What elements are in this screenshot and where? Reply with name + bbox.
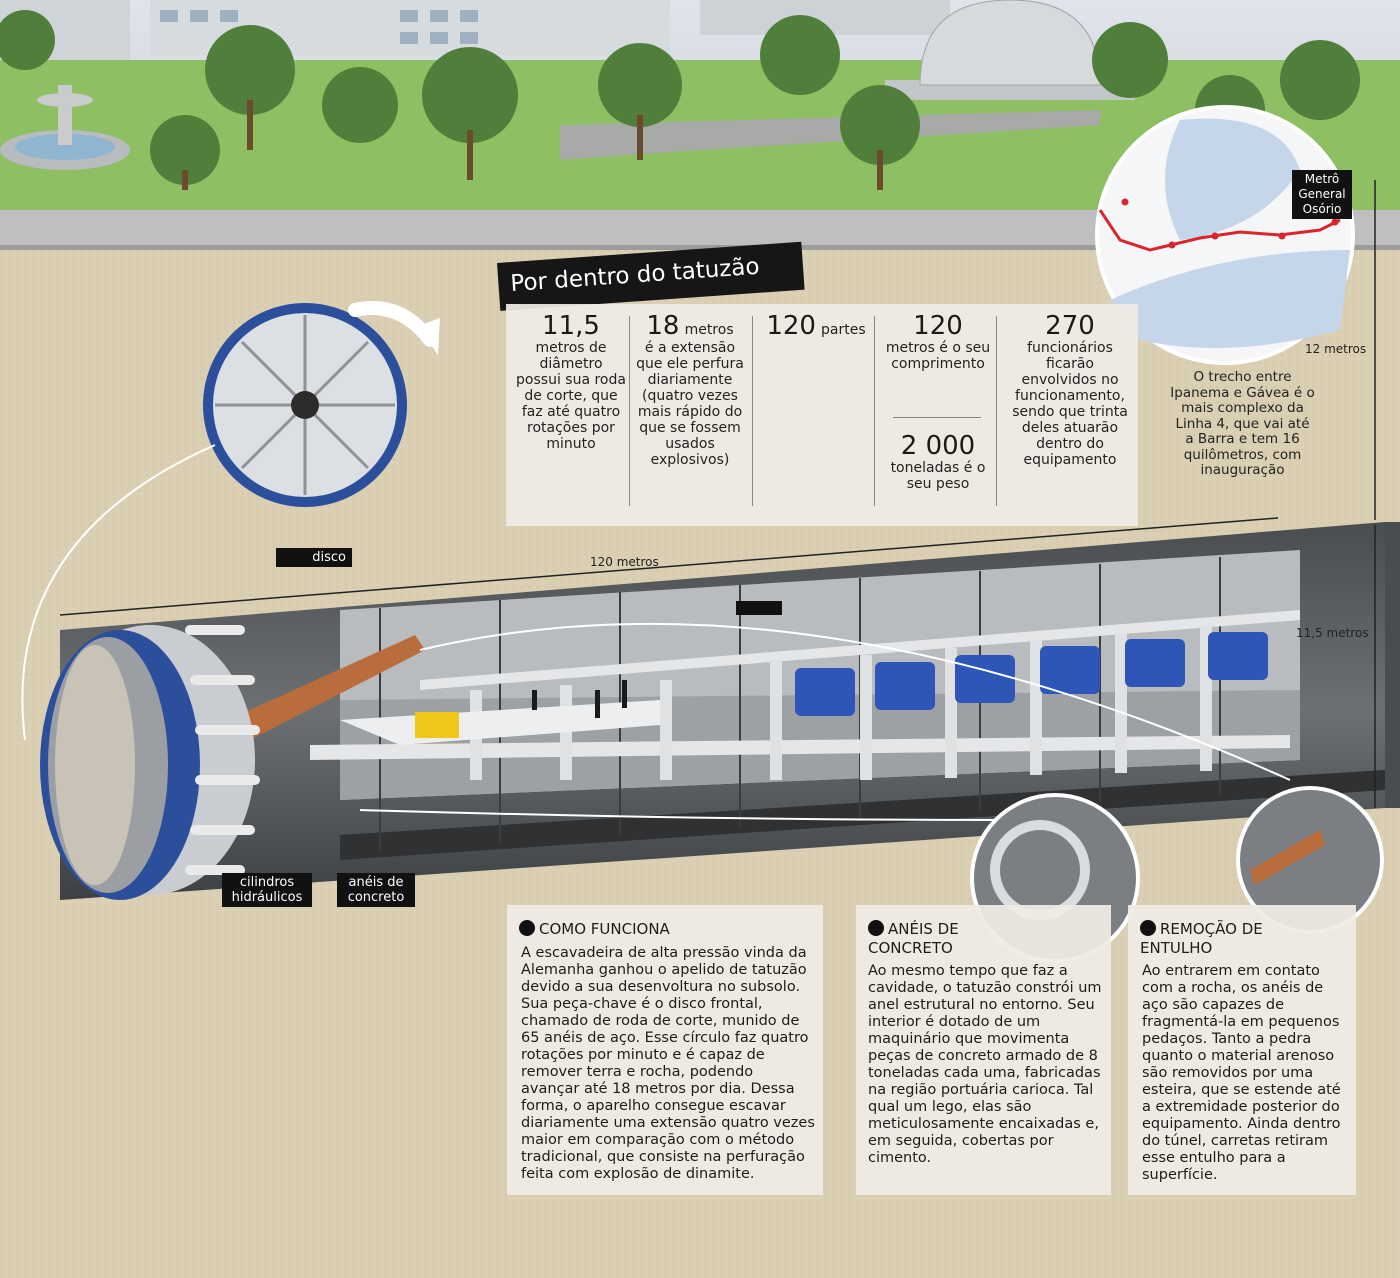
depth-label: 12 metros: [1305, 342, 1367, 356]
stat-number: 270: [1045, 311, 1095, 341]
bullet-icon: [1140, 920, 1156, 936]
cylinders-label: cilindros hidráulicos: [222, 873, 312, 907]
stat-text: metros é o seu comprimento: [885, 340, 991, 372]
stat-number: 18: [646, 311, 680, 341]
disco-label: disco: [276, 548, 352, 567]
stat-length: 120 metros é o seu comprimento: [884, 312, 992, 372]
page-title: Por dentro do tatuzão: [509, 253, 761, 298]
stat-text: toneladas é o seu peso: [890, 460, 986, 492]
bullet-icon: [868, 920, 884, 936]
stat-number: 2 000: [900, 431, 976, 461]
bullet-icon: [519, 920, 535, 936]
small-black-tag: [736, 601, 782, 615]
stat-daily: 18 metros é a extensão que ele perfura d…: [636, 312, 744, 468]
box-body: Ao entrarem em contato com a rocha, os a…: [1142, 963, 1341, 1183]
stat-text: metros de diâmetro possui sua roda de co…: [516, 340, 626, 452]
box-debris-removal: REMOÇÃO DE ENTULHO Ao entrarem em contat…: [1128, 905, 1356, 1195]
diameter-label: 11,5 metros: [1296, 626, 1369, 640]
rings-label: anéis de concreto: [337, 873, 415, 907]
stat-unit: metros: [684, 322, 734, 338]
stat-number: 11,5: [542, 311, 600, 341]
stat-parts: 120 partes: [760, 312, 872, 340]
box-title: ANÉIS DE CONCRETO: [868, 920, 959, 957]
stat-number: 120: [766, 311, 816, 341]
length-label: 120 metros: [590, 555, 659, 569]
stat-number: 120: [913, 311, 963, 341]
stat-workers: 270 funcionários ficarão envolvidos no f…: [1008, 312, 1132, 468]
box-how-it-works: COMO FUNCIONA A escavadeira de alta pres…: [507, 905, 823, 1195]
stat-text: é a extensão que ele perfura diariamente…: [636, 340, 744, 468]
box-concrete-rings: ANÉIS DE CONCRETO Ao mesmo tempo que faz…: [856, 905, 1111, 1195]
stat-unit: partes: [821, 322, 866, 338]
stat-text: funcionários ficarão envolvidos no funci…: [1012, 340, 1128, 468]
map-caption: O trecho entre Ipanema e Gávea é o mais …: [1170, 369, 1315, 478]
stat-diameter: 11,5 metros de diâmetro possui sua roda …: [515, 312, 627, 452]
box-body: Ao mesmo tempo que faz a cavidade, o tat…: [868, 963, 1102, 1166]
box-title: REMOÇÃO DE ENTULHO: [1140, 920, 1263, 957]
stat-weight: 2 000 toneladas é o seu peso: [884, 432, 992, 492]
map-station-label: Metrô General Osório: [1292, 170, 1352, 219]
stats-panel: [506, 304, 1138, 526]
box-body: A escavadeira de alta pressão vinda da A…: [521, 945, 815, 1182]
box-title: COMO FUNCIONA: [539, 920, 670, 938]
